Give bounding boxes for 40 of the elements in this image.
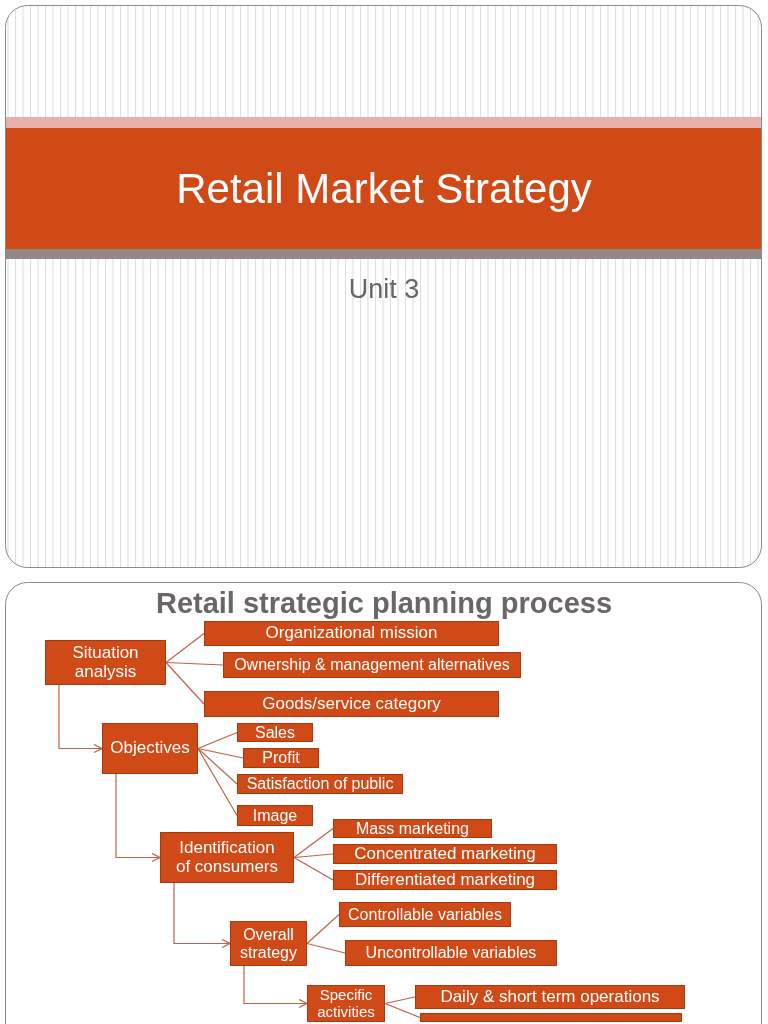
sub-item-box: Image (237, 805, 313, 826)
process-step-box: Overall strategy (230, 921, 307, 966)
arrow (173, 882, 231, 949)
connector-line (306, 942, 346, 954)
sub-item-box: Ownership & management alternatives (223, 652, 521, 678)
process-step-box: Specific activities (307, 985, 385, 1022)
arrow (115, 773, 161, 863)
arrow (58, 684, 103, 754)
connector-line (165, 632, 205, 664)
connector-line (293, 856, 334, 881)
sub-item-box: Daily & short term operations (415, 985, 685, 1009)
sub-item-box: Sales (237, 723, 313, 742)
process-step-box: Objectives (102, 723, 198, 774)
sub-item-box: Uncontrollable variables (345, 940, 557, 966)
process-step-box: Identification of consumers (160, 832, 294, 883)
connector-line (384, 996, 416, 1005)
process-step-box: Situation analysis (45, 640, 166, 685)
slide-subtitle: Unit 3 (347, 276, 421, 303)
sub-item-box (420, 1013, 682, 1022)
connector-line (197, 747, 238, 817)
sub-item-box: Mass marketing (333, 819, 492, 838)
connector-line (165, 661, 205, 705)
connector-line (293, 827, 334, 859)
connector-line (165, 661, 224, 666)
arrow (243, 965, 308, 1009)
slide-heading: Retail strategic planning process (154, 589, 614, 618)
connector-line (293, 853, 334, 859)
connector-line (197, 747, 244, 759)
connector-line (384, 1002, 421, 1019)
slide-title: Retail Market Strategy (175, 168, 593, 210)
connector-line (197, 747, 238, 785)
connector-line (197, 731, 238, 750)
sub-item-box: Controllable variables (339, 902, 511, 927)
sub-item-box: Differentiated marketing (333, 870, 557, 890)
sub-item-box: Profit (243, 748, 319, 768)
sub-item-box: Goods/service category (204, 691, 499, 717)
connector-line (306, 913, 340, 945)
sub-item-box: Satisfaction of public (237, 774, 403, 794)
sub-item-box: Organizational mission (204, 621, 499, 646)
sub-item-box: Concentrated marketing (333, 844, 557, 864)
